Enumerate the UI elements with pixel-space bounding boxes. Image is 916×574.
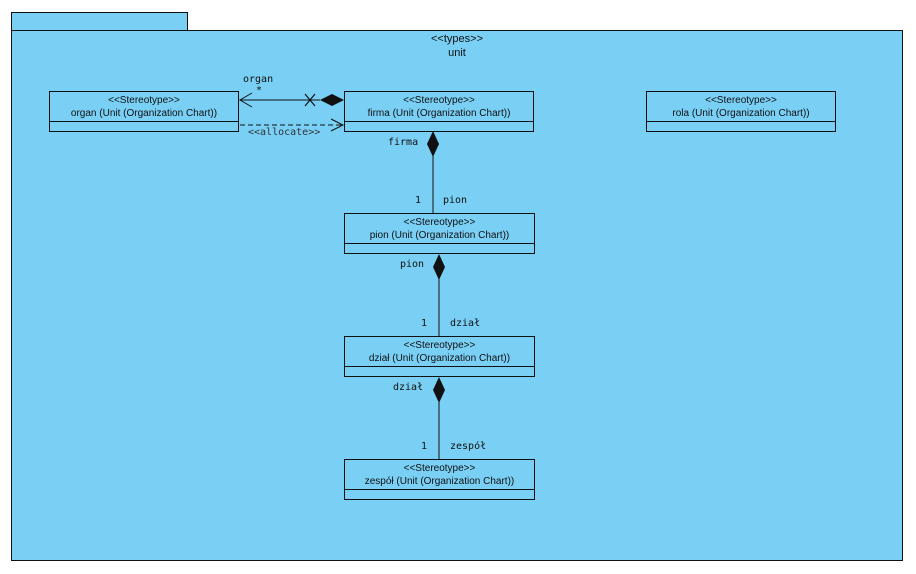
class-organ-stereotype: <<Stereotype>>: [108, 95, 180, 106]
multiplicity-dzial: 1: [421, 318, 428, 329]
class-firma-stereotype: <<Stereotype>>: [403, 95, 475, 106]
allocate-label: <<allocate>>: [248, 127, 321, 138]
class-zespol[interactable]: <<Stereotype>> zespół (Unit (Organizatio…: [344, 459, 535, 500]
role-label-zespol: zespół: [450, 441, 487, 452]
class-pion[interactable]: <<Stereotype>> pion (Unit (Organization …: [344, 213, 535, 254]
package-stereotype: <<types>>: [431, 33, 483, 45]
role-label-dzial: dział: [450, 318, 481, 329]
multiplicity-pion: 1: [415, 195, 422, 206]
class-rola-stereotype: <<Stereotype>>: [705, 95, 777, 106]
role-label-pion: pion: [443, 195, 468, 206]
class-zespol-name: zespół (Unit (Organization Chart)): [364, 476, 515, 487]
non-navigable-x-mark: [304, 93, 316, 107]
class-dzial-stereotype: <<Stereotype>>: [403, 340, 476, 351]
composition-diamond-firma: [427, 131, 439, 157]
class-firma-name: firma (Unit (Organization Chart)): [367, 108, 511, 119]
class-organ[interactable]: <<Stereotype>> organ (Unit (Organization…: [49, 91, 239, 132]
class-dzial[interactable]: <<Stereotype>> dział (Unit (Organization…: [344, 336, 535, 377]
multiplicity-zespol: 1: [421, 441, 428, 452]
composition-diamond-pion: [433, 254, 445, 280]
arrowhead-organ-end: [239, 92, 253, 108]
class-dzial-name: dział (Unit (Organization Chart)): [368, 353, 511, 364]
package-name: unit: [448, 47, 466, 59]
role-label-pion-source: pion: [400, 259, 425, 270]
role-label-firma: firma: [388, 137, 419, 148]
class-pion-name: pion (Unit (Organization Chart)): [369, 230, 510, 241]
role-label-dzial-source: dział: [393, 382, 424, 393]
class-zespol-stereotype: <<Stereotype>>: [403, 463, 476, 474]
class-organ-name: organ (Unit (Organization Chart)): [70, 108, 218, 119]
class-firma[interactable]: <<Stereotype>> firma (Unit (Organization…: [344, 91, 534, 132]
class-rola-name: rola (Unit (Organization Chart)): [672, 108, 810, 119]
class-rola[interactable]: <<Stereotype>> rola (Unit (Organization …: [646, 91, 836, 132]
class-pion-stereotype: <<Stereotype>>: [403, 217, 476, 228]
allocate-arrowhead: [330, 118, 345, 132]
role-label-organ: organ: [243, 74, 274, 85]
composition-diamond-dzial: [433, 377, 445, 403]
composition-diamond-firma-organ: [320, 94, 344, 106]
multiplicity-organ: *: [256, 85, 263, 96]
